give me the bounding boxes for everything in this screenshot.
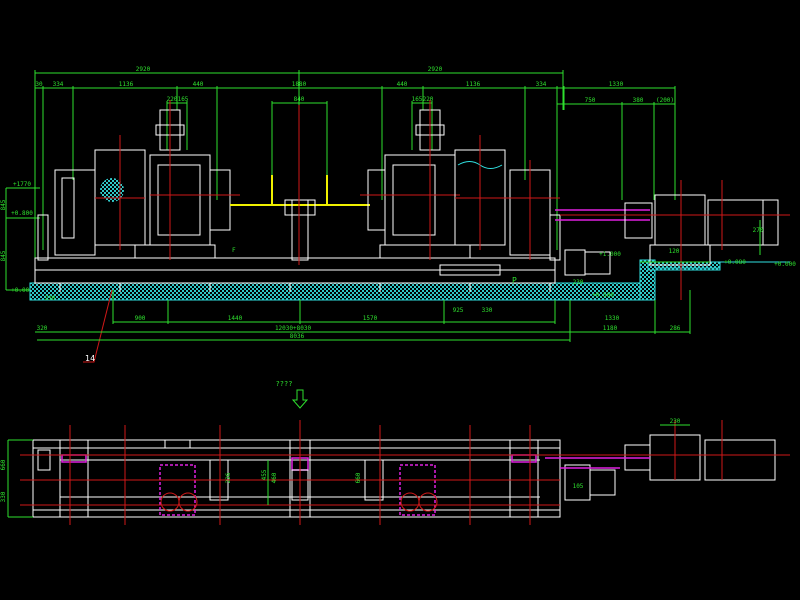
dim-text: 1136	[119, 81, 134, 88]
dim-text: 460	[271, 472, 278, 483]
left-dimensions: +1770 845 +0.800 845 +0.000	[0, 181, 40, 294]
dim-text: 165	[178, 96, 189, 103]
marker-p: P	[512, 276, 517, 285]
dim-text: 330	[0, 491, 7, 502]
dim-text: 230	[573, 279, 584, 286]
dim-text: 226	[225, 472, 232, 483]
dim-text: 105	[573, 483, 584, 490]
top-dimensions: 2920 2920 30 334 1136 440 1880 440 1136 …	[34, 66, 676, 300]
elevation-view: +1.000 +0.500 +0.000 270 120 +0.080 230 …	[29, 100, 796, 363]
dim-text: 1440	[228, 315, 243, 322]
dim-text: 845	[0, 199, 7, 210]
dim-text: 320	[37, 325, 48, 332]
dim-text: 660	[0, 459, 7, 470]
dim-text: 220	[167, 96, 178, 103]
dim-text: 334	[53, 81, 64, 88]
dim-text: 925	[453, 307, 464, 314]
dim-text: 165	[412, 96, 423, 103]
dim-text: 380	[633, 97, 644, 104]
dim-text: 455	[261, 469, 268, 480]
dim-text: 2920	[428, 66, 443, 73]
dim-text: 220	[423, 96, 434, 103]
view-label: ????	[276, 380, 293, 388]
dim-text: +0.000	[11, 287, 33, 294]
dim-text: 1570	[363, 315, 378, 322]
dim-text: +1770	[13, 181, 31, 188]
bottom-dimensions: 900 1440 1570 1330 320 12030+8030 925 33…	[35, 290, 691, 342]
dim-text: 845	[0, 250, 7, 261]
dim-text: 8036	[290, 333, 305, 340]
dim-text: 286	[670, 325, 681, 332]
dim-text: 1180	[603, 325, 618, 332]
dim-text: 270	[753, 227, 764, 234]
dim-text: 120	[669, 248, 680, 255]
dim-text: 330	[482, 307, 493, 314]
dim-text: 12030+8030	[275, 325, 312, 332]
dim-text: +0.800	[11, 210, 33, 217]
dim-text: +0.080	[724, 259, 746, 266]
dim-text: 750	[585, 97, 596, 104]
dim-text: 230	[45, 295, 56, 302]
dim-text: (200)	[656, 97, 674, 104]
dim-text: +1.000	[599, 251, 621, 258]
marker-f: F	[232, 247, 236, 254]
plan-view: 660 330 230 455 226 460 660 105	[0, 418, 790, 525]
dim-text: 660	[355, 472, 362, 483]
dim-text: 2920	[136, 66, 151, 73]
dim-text: 1330	[605, 315, 620, 322]
dim-text: 230	[670, 418, 681, 425]
leader-label: 14	[85, 354, 95, 363]
dim-text: +0.500	[592, 292, 614, 299]
dim-text: 1880	[292, 81, 307, 88]
dim-text: 900	[135, 315, 146, 322]
dim-text: 440	[397, 81, 408, 88]
dim-text: 1330	[609, 81, 624, 88]
dim-text: 30	[35, 81, 43, 88]
dim-text: 840	[294, 96, 305, 103]
dim-text: +0.000	[774, 261, 796, 268]
dim-text: 440	[193, 81, 204, 88]
view-arrow: ????	[276, 380, 309, 409]
dim-text: 334	[536, 81, 547, 88]
dim-text: 1136	[466, 81, 481, 88]
